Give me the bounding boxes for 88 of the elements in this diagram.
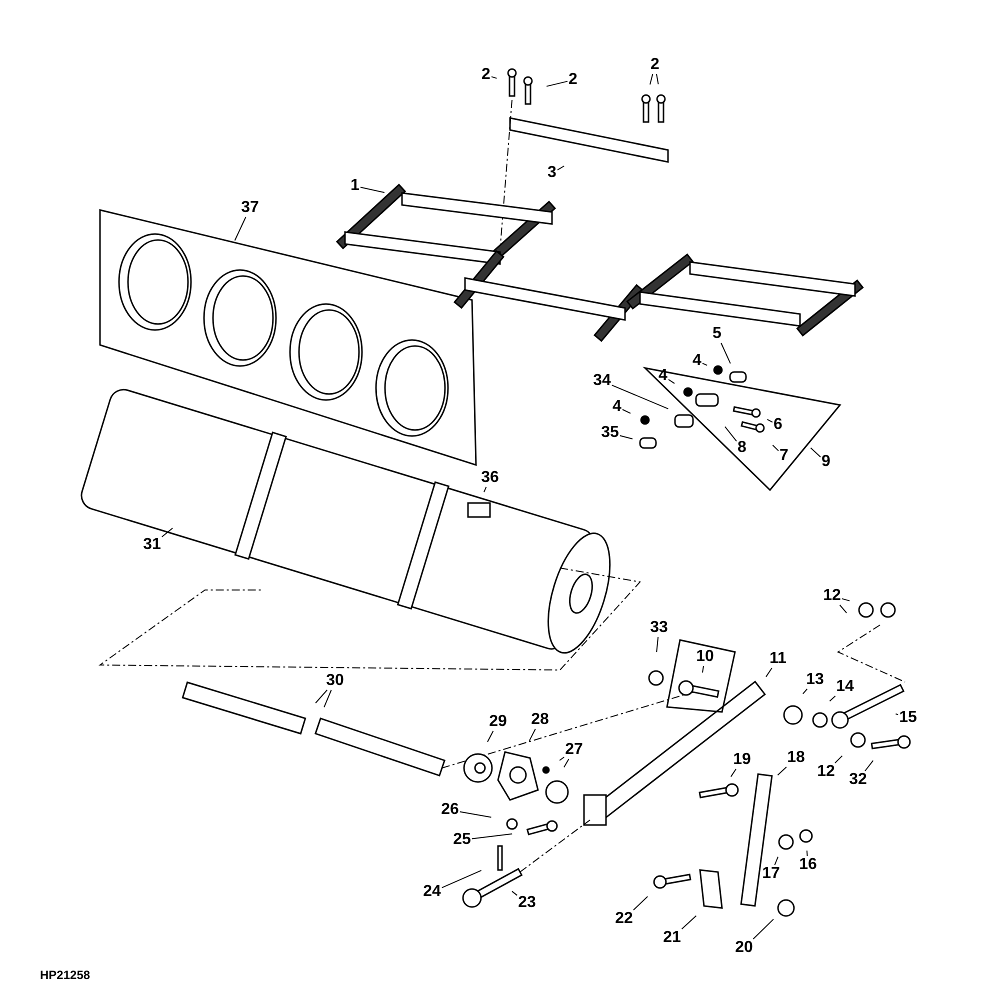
callout-number: 21 [662, 929, 682, 947]
callout-number: 29 [488, 713, 508, 731]
leader-line [810, 447, 821, 458]
callout-number: 26 [440, 801, 460, 819]
callout-number: 16 [798, 856, 818, 874]
leader-line [774, 856, 778, 866]
callout-number: 24 [422, 883, 442, 901]
leader-line [324, 690, 332, 708]
drawing-number: HP21258 [40, 968, 90, 982]
leader-line [864, 760, 874, 772]
callout-number: 2 [568, 71, 578, 89]
leader-line [720, 342, 731, 364]
callout-number: 31 [142, 536, 162, 554]
leader-line [487, 730, 494, 742]
callout-number: 35 [600, 424, 620, 442]
leader-line [619, 435, 633, 440]
leader-line [491, 76, 498, 79]
leader-line [702, 362, 708, 366]
callout-number: 34 [592, 372, 612, 390]
callout-number: 18 [786, 749, 806, 767]
leader-line [559, 756, 565, 761]
leader-line [315, 690, 328, 704]
leader-line [772, 444, 779, 452]
leader-line [459, 811, 492, 818]
callout-number: 1 [350, 177, 360, 195]
leader-line [656, 636, 659, 653]
leader-line [622, 409, 631, 414]
callout-number: 3 [546, 164, 558, 182]
callout-number: 2 [650, 56, 660, 74]
callout-number: 12 [822, 587, 842, 605]
callout-number: 33 [649, 619, 669, 637]
leader-line [471, 833, 513, 840]
callout-number: 10 [695, 648, 715, 666]
leader-line [730, 768, 736, 778]
leader-line [650, 74, 654, 85]
leader-line [806, 850, 808, 856]
leader-line [834, 755, 843, 764]
leader-line [681, 915, 697, 930]
leader-line [360, 186, 385, 193]
callout-number: 6 [772, 416, 784, 434]
leader-line [895, 713, 899, 716]
callout-number: 27 [564, 741, 584, 759]
callout-number: 11 [768, 650, 788, 668]
callout-number: 22 [614, 910, 634, 928]
leader-line [702, 666, 704, 674]
leader-line [484, 486, 487, 493]
callout-number: 25 [452, 831, 472, 849]
leader-line [656, 74, 659, 85]
callout-number: 13 [805, 671, 825, 689]
callout-number: 7 [778, 447, 790, 465]
callout-number: 8 [736, 439, 748, 457]
callout-number: 28 [530, 711, 550, 729]
leader-line [777, 766, 787, 776]
callout-number: 12 [816, 763, 836, 781]
leader-line [841, 598, 850, 602]
callout-number: 4 [612, 398, 622, 416]
leader-line [546, 80, 568, 87]
callout-number: 20 [734, 939, 754, 957]
leader-line [668, 379, 675, 384]
leader-line [829, 696, 836, 702]
callout-number: 5 [712, 325, 722, 343]
callout-number: 23 [517, 894, 537, 912]
callout-number: 2 [480, 66, 492, 84]
callout-number: 19 [732, 751, 752, 769]
callout-number: 15 [898, 709, 918, 727]
callout-number: 17 [761, 865, 781, 883]
leader-line [528, 728, 536, 742]
leader-line [633, 896, 648, 910]
leader-line [441, 870, 482, 888]
leader-line [564, 758, 570, 768]
callout-number: 14 [835, 678, 855, 696]
callout-number: 32 [848, 771, 868, 789]
leader-line [512, 890, 518, 896]
callout-number: 9 [820, 453, 832, 471]
leader-line [611, 384, 669, 410]
leader-line [161, 528, 174, 538]
leader-line [802, 688, 808, 694]
callout-number: 37 [240, 199, 260, 217]
leader-line [234, 216, 246, 241]
leader-line [839, 604, 848, 614]
callout-number: 4 [692, 352, 702, 370]
leader-line [724, 426, 737, 442]
leader-line [766, 418, 773, 423]
callout-number: 30 [325, 672, 345, 690]
leader-line [766, 668, 772, 678]
callout-number: 36 [480, 469, 500, 487]
leader-line [752, 918, 774, 940]
leader-line [557, 166, 565, 170]
